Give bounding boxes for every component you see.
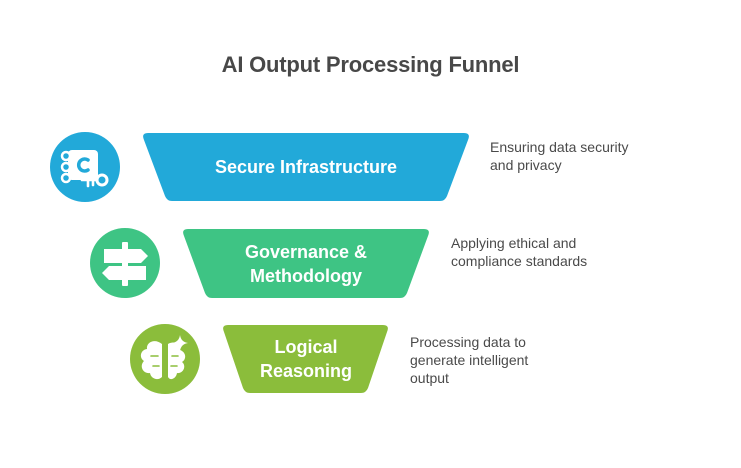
description-line: Processing data to [410, 334, 526, 350]
stage-2-label-line: Methodology [250, 265, 362, 286]
brain-sparkle-icon [130, 324, 200, 394]
description-line: compliance standards [451, 253, 588, 269]
funnel-stage-3-shape [223, 325, 388, 393]
description-line: Ensuring data security [490, 139, 629, 155]
stage-1-description: Ensuring data security and privacy [490, 138, 629, 174]
description-line: output [410, 370, 449, 386]
stage-3-label-line: Logical [274, 337, 338, 357]
funnel-stage-1 [50, 132, 469, 202]
signpost-icon [90, 228, 160, 298]
stage-1-label: Secure Infrastructure [166, 133, 446, 201]
stage-3-description: Processing data to generate intelligent … [410, 333, 528, 387]
stage-3-label-line: Reasoning [259, 361, 352, 381]
funnel-stage-3 [130, 324, 388, 394]
funnel-stage-2 [90, 228, 429, 298]
funnel-stage-2-shape [183, 229, 429, 298]
funnel-stage-1-shape [143, 133, 469, 201]
description-line: and privacy [490, 157, 562, 173]
description-line: Applying ethical and [451, 235, 577, 251]
stage-1-label-text: Secure Infrastructure [214, 157, 398, 177]
secure-key-icon [50, 132, 120, 202]
stage-2-label-line: Governance & [244, 241, 368, 262]
stage-3-label: Logical Reasoning [245, 325, 367, 393]
stage-2-description: Applying ethical and compliance standard… [451, 234, 587, 270]
stage-2-label: Governance & Methodology [206, 229, 406, 298]
description-line: generate intelligent [410, 352, 529, 368]
diagram-title: AI Output Processing Funnel [221, 52, 520, 77]
